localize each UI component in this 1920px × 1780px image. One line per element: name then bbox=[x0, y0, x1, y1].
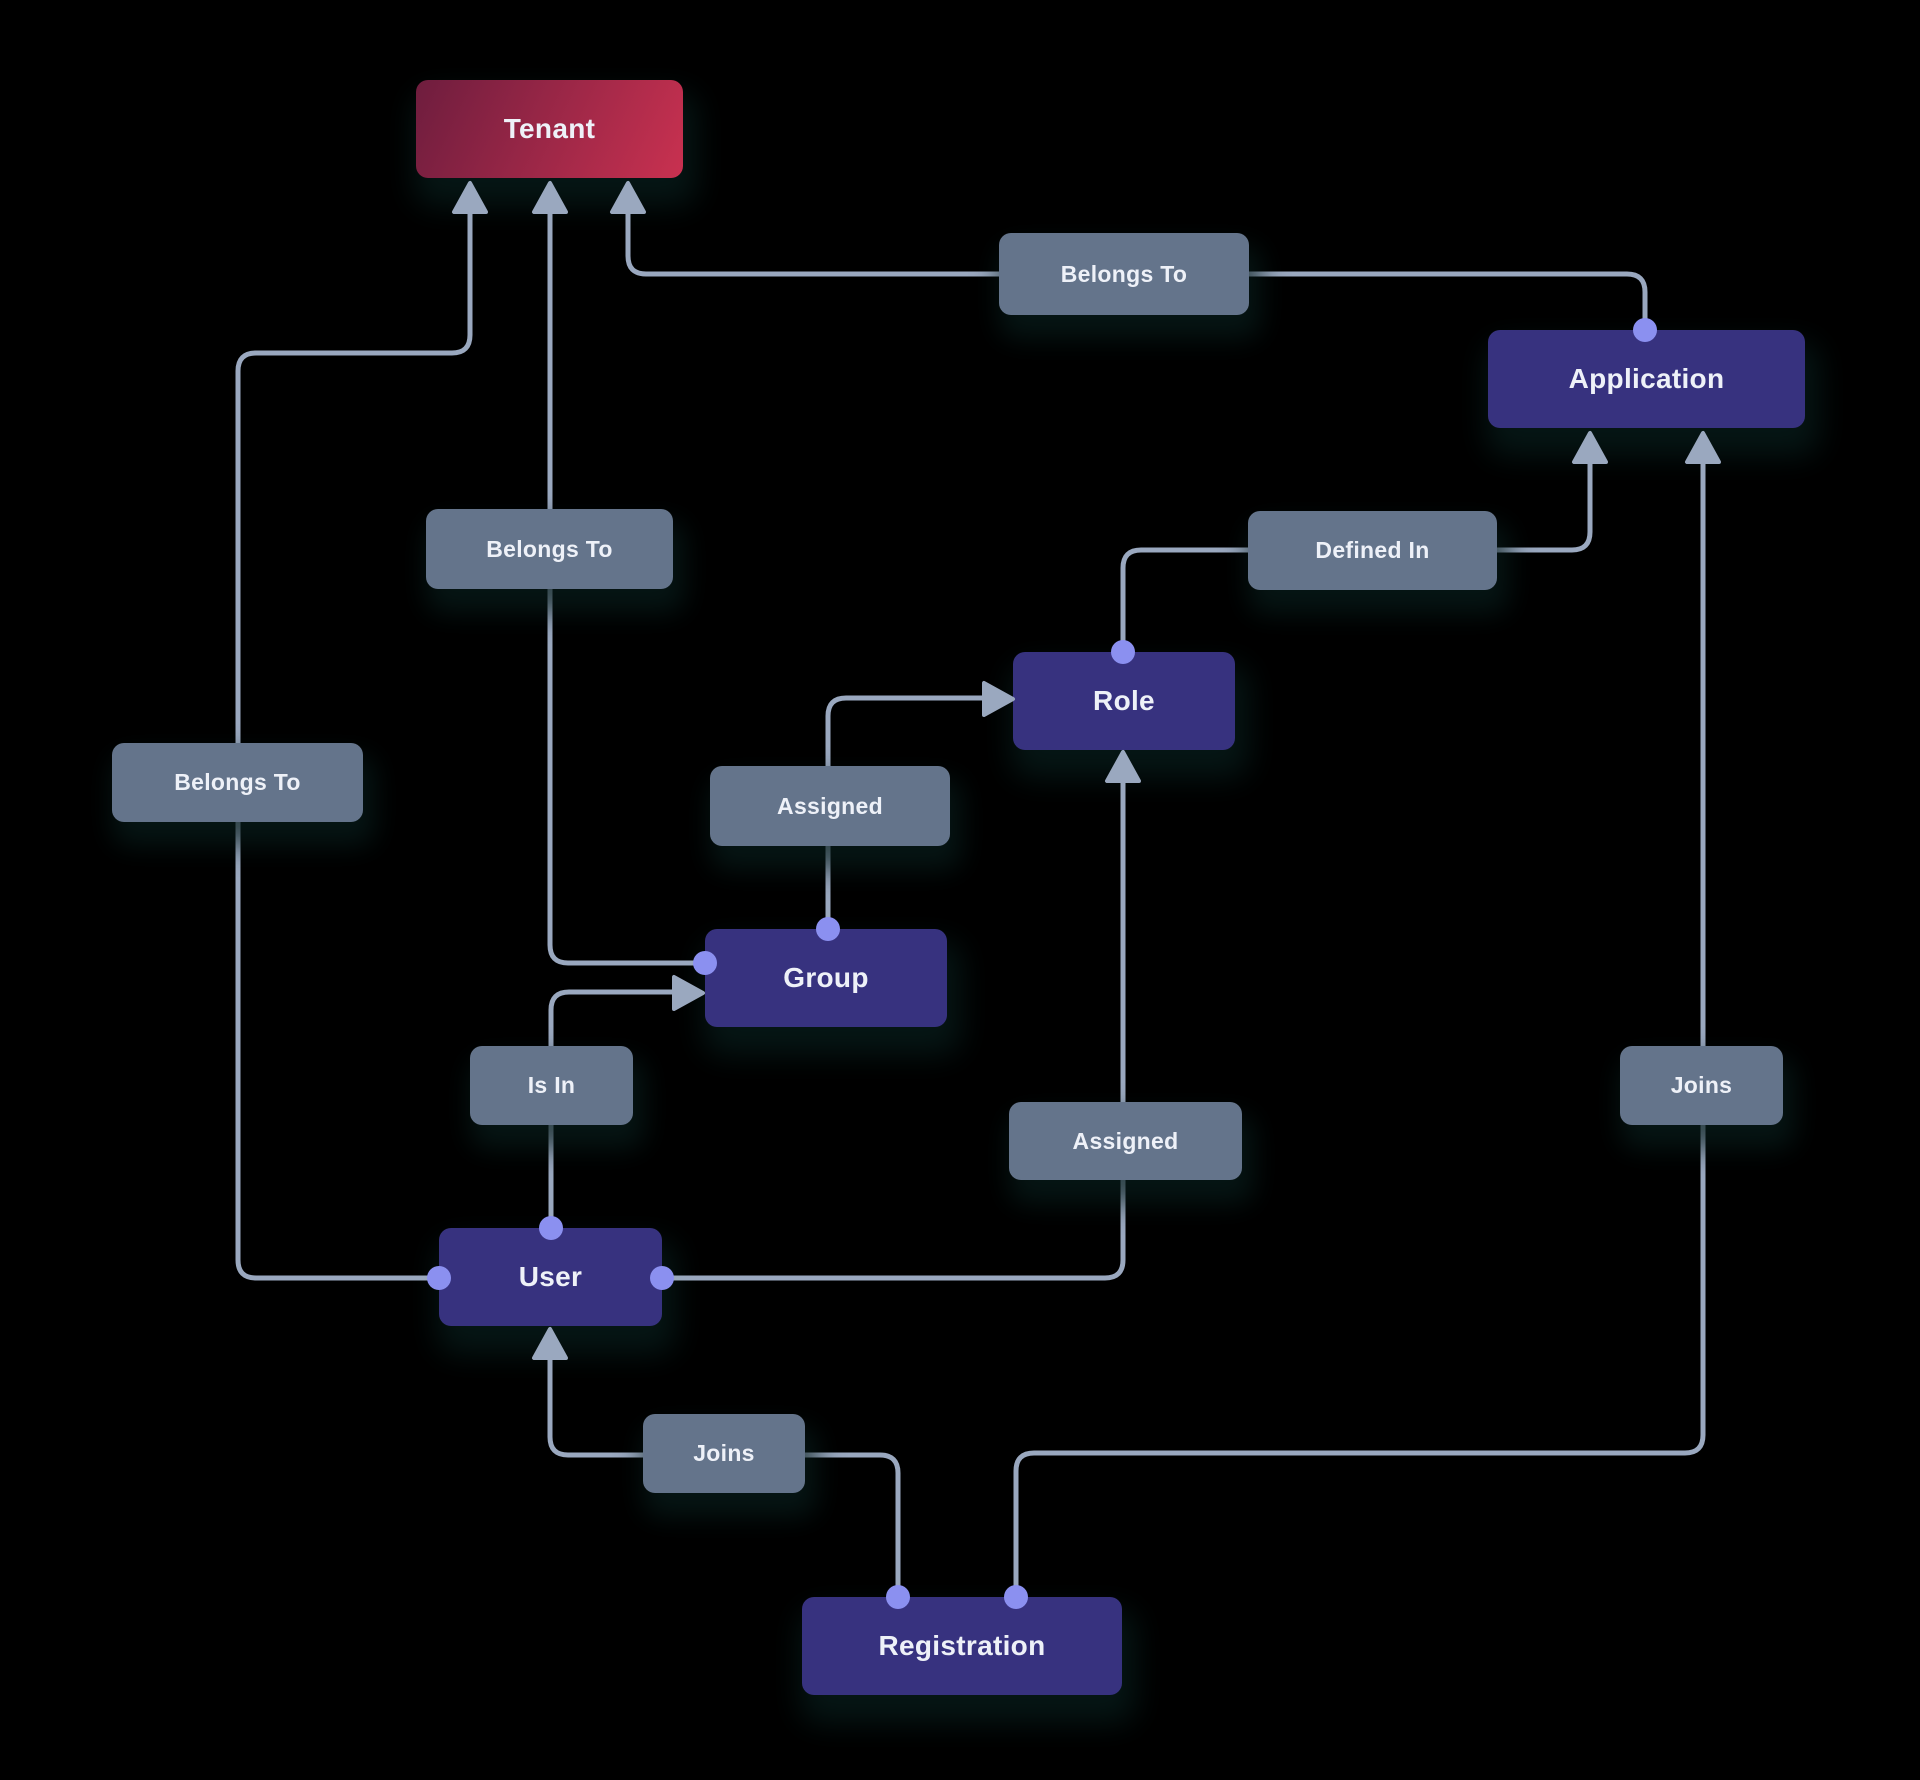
node-group[interactable]: Group bbox=[705, 929, 947, 1027]
arrowhead-group-role bbox=[982, 681, 1015, 717]
arrowhead-user-role bbox=[1105, 750, 1141, 783]
node-application-label: Application bbox=[1568, 363, 1725, 394]
node-user[interactable]: User bbox=[439, 1228, 662, 1326]
edge-label-text: Belongs To bbox=[1060, 260, 1188, 287]
arrowhead-registration-user bbox=[532, 1327, 568, 1360]
edge-label-group-tenant: Belongs To bbox=[426, 509, 673, 589]
edge-label-group-role: Assigned bbox=[710, 766, 950, 846]
edge-label-user-tenant: Belongs To bbox=[112, 743, 363, 822]
arrowhead-user-group bbox=[672, 975, 705, 1011]
edge-user-role bbox=[662, 783, 1126, 1281]
node-user-label: User bbox=[518, 1261, 583, 1292]
node-tenant-label: Tenant bbox=[503, 113, 596, 144]
node-group-label: Group bbox=[783, 962, 869, 993]
node-role[interactable]: Role bbox=[1013, 652, 1235, 750]
edge-label-user-group: Is In bbox=[470, 1046, 633, 1125]
node-application[interactable]: Application bbox=[1488, 330, 1805, 428]
edge-label-text: Assigned bbox=[777, 792, 883, 819]
edge-label-text: Assigned bbox=[1072, 1127, 1179, 1154]
node-registration[interactable]: Registration bbox=[802, 1597, 1122, 1695]
edge-label-text: Defined In bbox=[1315, 537, 1430, 563]
edge-label-role-application: Defined In bbox=[1248, 511, 1497, 590]
arrowhead-group-tenant bbox=[532, 181, 568, 214]
node-role-label: Role bbox=[1093, 685, 1155, 716]
edge-label-text: Belongs To bbox=[174, 769, 301, 795]
arrowhead-user-tenant bbox=[452, 181, 488, 214]
edge-label-text: Joins bbox=[693, 1440, 755, 1466]
node-tenant[interactable]: Tenant bbox=[416, 80, 683, 178]
arrowhead-role-application bbox=[1572, 431, 1608, 464]
edge-label-registration-application: Joins bbox=[1620, 1046, 1783, 1125]
arrowhead-application-tenant bbox=[610, 181, 646, 214]
edge-label-application-tenant: Belongs To bbox=[999, 233, 1249, 315]
node-registration-label: Registration bbox=[878, 1630, 1046, 1661]
edge-registration-application bbox=[1013, 464, 1706, 1597]
edge-label-user-role: Assigned bbox=[1009, 1102, 1242, 1180]
edge-label-text: Is In bbox=[527, 1072, 576, 1098]
edge-label-registration-user: Joins bbox=[643, 1414, 805, 1493]
arrowhead-registration-application bbox=[1685, 431, 1721, 464]
edge-label-text: Belongs To bbox=[486, 535, 613, 562]
edge-label-text: Joins bbox=[1670, 1072, 1733, 1098]
